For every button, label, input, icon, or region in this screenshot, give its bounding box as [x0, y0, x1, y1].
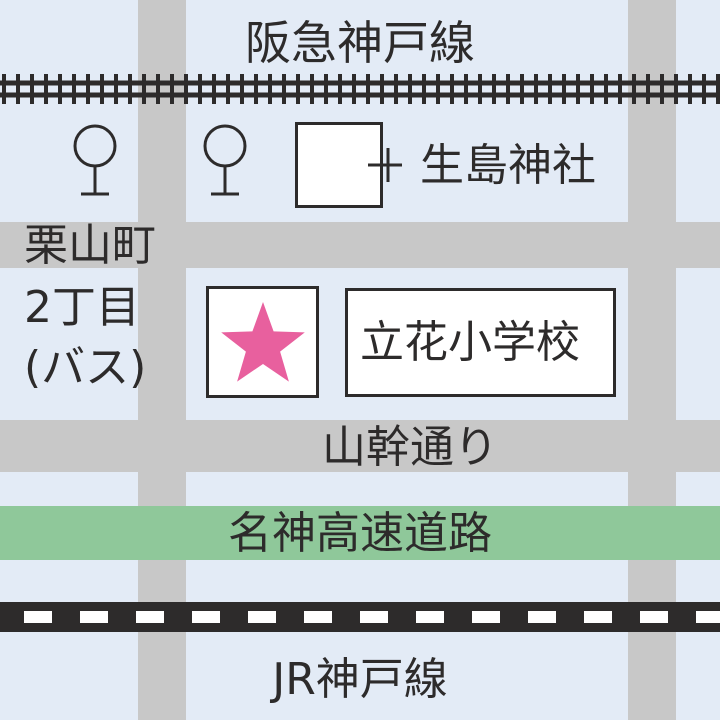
railway-dash: [136, 611, 164, 623]
railway-dash: [80, 611, 108, 623]
jr-railway: [0, 602, 720, 632]
railway-dash: [24, 611, 52, 623]
railway-dash: [472, 611, 500, 623]
road-vertical-left: [138, 0, 186, 720]
railway-dash: [360, 611, 388, 623]
meishin-expressway-label: 名神高速道路: [228, 508, 492, 559]
post-office-icon: [203, 124, 247, 196]
railway-dash: [192, 611, 220, 623]
road-vertical-right: [628, 0, 676, 720]
railway-dash: [416, 611, 444, 623]
yamakan-dori-label: 山幹通り: [322, 422, 498, 473]
school-label: 立花小学校: [360, 317, 580, 368]
post-office-icon: [73, 124, 117, 196]
railway-dash: [696, 611, 720, 623]
jr-line-label: JR神戸線: [272, 654, 448, 705]
school-building: [345, 288, 616, 397]
shrine-icon: [368, 148, 402, 182]
hankyu-line-label: 阪急神戸線: [245, 16, 475, 70]
bus-stop-label-line3: (バス): [24, 342, 147, 393]
road-yamakan-dori: [0, 420, 720, 472]
railway-dash: [304, 611, 332, 623]
railway-dash: [584, 611, 612, 623]
hankyu-railway: [0, 74, 720, 104]
star-icon: [221, 302, 305, 382]
railway-dash: [640, 611, 668, 623]
railway-dash: [248, 611, 276, 623]
railway-dash: [528, 611, 556, 623]
road-horizontal-upper: [0, 222, 720, 268]
bus-stop-label-line2: 2丁目: [24, 282, 140, 333]
bus-stop-label-line1: 栗山町: [24, 220, 156, 271]
shrine-label: 生島神社: [420, 140, 596, 191]
meishin-expressway-band: [0, 506, 720, 560]
